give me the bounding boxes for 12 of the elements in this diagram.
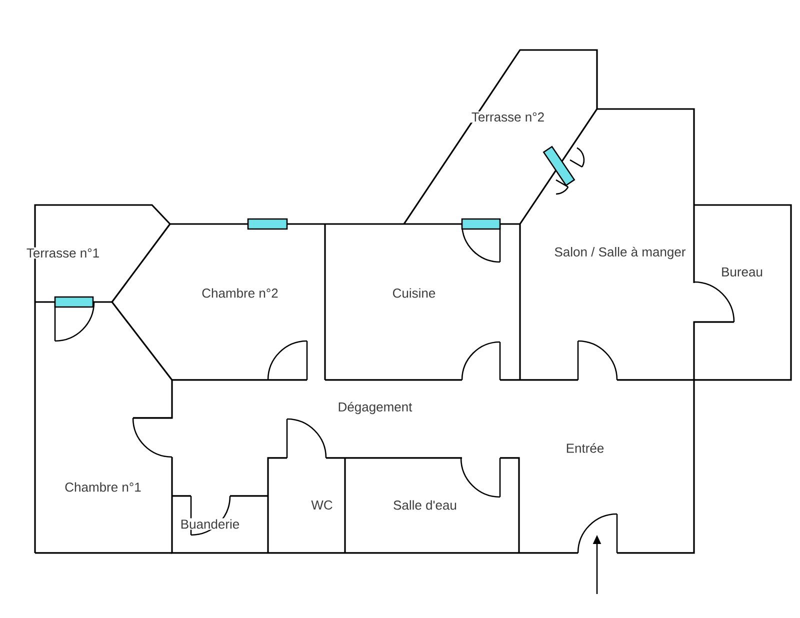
room-label: Entrée (564, 442, 606, 454)
room-label: Dégagement (336, 400, 414, 416)
room-label: Bureau (720, 266, 764, 278)
room-label: Salle d'eau (392, 499, 458, 511)
room-label: Chambre n°2 (200, 287, 280, 299)
room-label: Salon / Salle à manger (553, 246, 687, 260)
room-label: Terrasse n°1 (25, 247, 101, 259)
room-label: WC (310, 499, 334, 511)
room-label: Chambre n°1 (64, 481, 142, 493)
room-label: Cuisine (391, 287, 437, 299)
room-label: Buanderie (179, 518, 241, 530)
room-label: Terrasse n°2 (470, 111, 546, 123)
